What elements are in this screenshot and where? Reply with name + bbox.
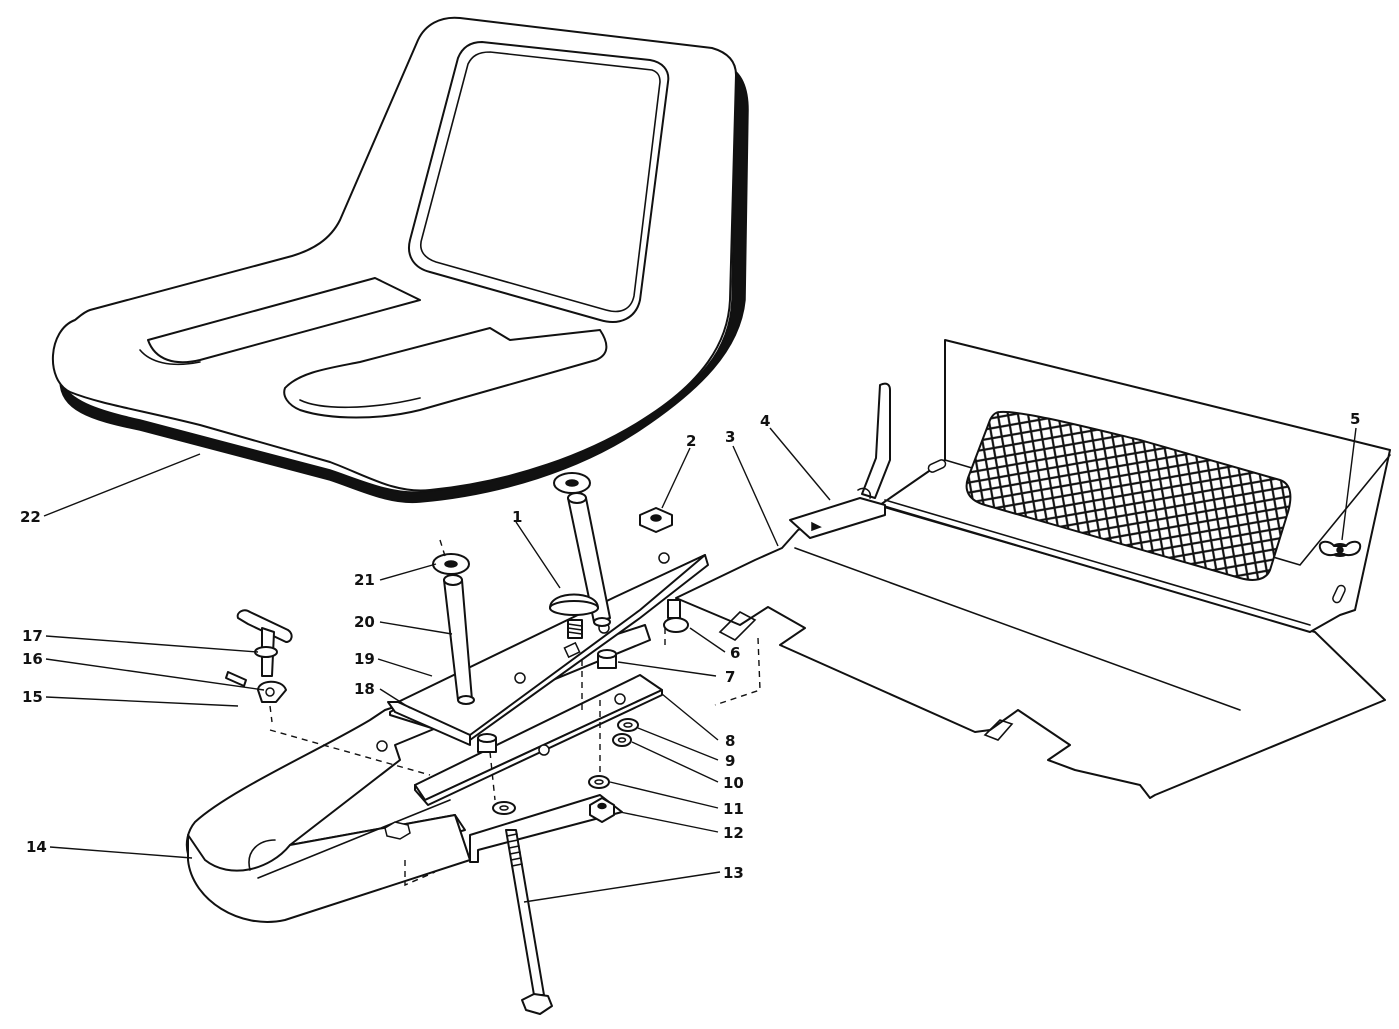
callout-19: 19 [354,650,375,668]
callout-11: 11 [723,800,744,818]
post-right [567,492,611,627]
callout-labels: 1 2 3 4 5 6 7 8 9 10 11 12 13 14 15 16 1… [20,410,1360,882]
washer-left [432,553,470,575]
callout-4: 4 [760,412,770,430]
washer-11 [588,775,610,789]
callout-8: 8 [725,732,735,750]
flange-nut [639,507,673,533]
long-bolt [492,801,553,1015]
spacer-7 [597,649,617,669]
callout-20: 20 [354,613,375,631]
lock-link [469,794,623,863]
callout-7: 7 [725,668,735,686]
washer-9 [617,718,639,732]
callout-1: 1 [512,508,522,526]
lock-washer-10 [612,733,632,747]
callout-13: 13 [723,864,744,882]
wing-nut [1318,540,1362,557]
keeper-16 [257,680,287,703]
top-plate [387,552,709,746]
callout-18: 18 [354,680,375,698]
callout-14: 14 [26,838,47,856]
assembly-centerlines [269,539,761,887]
spacer-lower [477,733,497,753]
callout-15: 15 [22,688,43,706]
callout-22: 22 [20,508,41,526]
mount-bracket [185,624,651,923]
callout-2: 2 [686,432,696,450]
callout-9: 9 [725,752,735,770]
leader-lines [43,427,1357,903]
callout-12: 12 [723,824,744,842]
foot-pan [675,339,1391,799]
callout-10: 10 [723,774,744,792]
callout-3: 3 [725,428,735,446]
carriage-bolt [549,593,599,639]
callout-16: 16 [22,650,43,668]
pin-15 [225,671,247,687]
callout-17: 17 [22,627,43,645]
washer-right [553,472,591,494]
callout-5: 5 [1350,410,1360,428]
callout-21: 21 [354,571,375,589]
seat [51,16,749,504]
short-bolt [663,599,689,633]
lower-plate [414,674,663,806]
callout-6: 6 [730,644,740,662]
post-left [443,574,475,705]
t-handle-17 [236,609,293,677]
